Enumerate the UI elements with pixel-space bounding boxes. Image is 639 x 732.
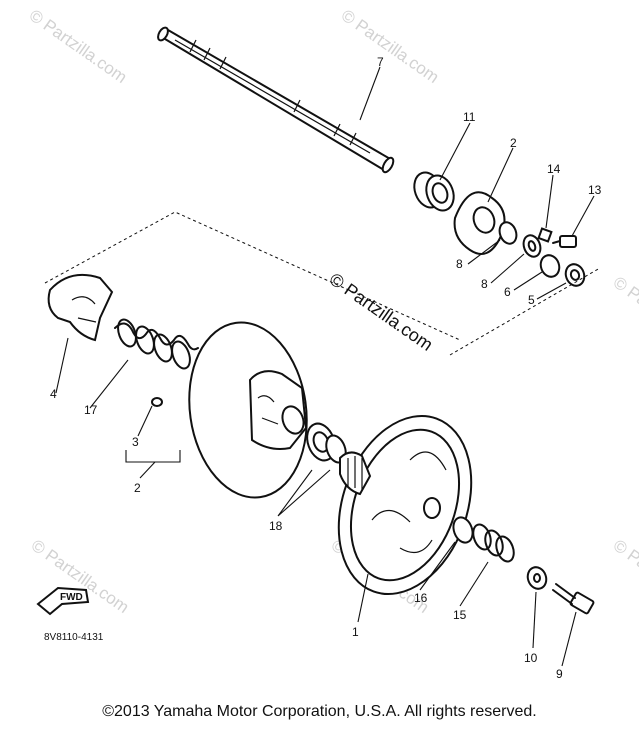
callout-15: 15: [453, 608, 467, 622]
fwd-arrow-icon: FWD: [36, 586, 90, 616]
callout-2-top: 2: [510, 136, 517, 150]
part-17-spring: [114, 318, 199, 370]
callout-labels: 7 11 2 14 13 8 8 6 5 4 17 3 2 18 1 16 15…: [50, 55, 602, 681]
part-8-washer: [498, 221, 518, 245]
callout-4: 4: [50, 387, 57, 401]
part-9-bolt: [552, 583, 595, 615]
callout-5: 5: [528, 293, 535, 307]
part-8-washer: [522, 234, 542, 258]
part-2-fixed-sheave: [188, 321, 308, 499]
center-watermark: © Partzilla.com: [326, 269, 437, 355]
watermark-text: © Partzilla.com: [610, 273, 639, 354]
part-10-washer: [526, 566, 548, 590]
part-4-guide: [47, 274, 114, 342]
watermark-text: © Partzilla.com: [610, 536, 639, 617]
part-15-spring: [472, 523, 515, 563]
part-14-nut: [537, 227, 553, 243]
callout-3: 3: [132, 435, 139, 449]
fwd-label: FWD: [60, 592, 83, 603]
callout-13: 13: [588, 183, 602, 197]
callout-8-lower: 8: [481, 277, 488, 291]
watermark-text: © Partzilla.com: [338, 6, 443, 87]
callout-8-upper: 8: [456, 257, 463, 271]
watermark-text: © Partzilla.com: [26, 6, 131, 87]
callout-16: 16: [414, 591, 428, 605]
part-11-bearing: [413, 171, 455, 212]
part-13-bolt: [552, 235, 577, 248]
callout-10: 10: [524, 651, 538, 665]
assembly-boundary-line: [449, 267, 601, 356]
callout-2-main: 2: [134, 481, 141, 495]
callout-6: 6: [504, 285, 511, 299]
part-6-nut: [539, 254, 561, 278]
callout-18: 18: [269, 519, 283, 533]
part-1-sliding-sheave: [337, 414, 473, 596]
copyright-notice: ©2013 Yamaha Motor Corporation, U.S.A. A…: [102, 703, 537, 720]
part-7-primary-shaft: [157, 26, 395, 174]
callout-17: 17: [84, 403, 98, 417]
part-16-bushing: [452, 516, 474, 544]
part-3-ring: [151, 397, 163, 407]
callout-14: 14: [547, 162, 561, 176]
callout-11: 11: [463, 110, 476, 124]
callout-9: 9: [556, 667, 563, 681]
diagram-code: 8V8110-4131: [44, 632, 104, 643]
leader-lines: [55, 66, 595, 667]
watermark-layer: © Partzilla.com © Partzilla.com © Partzi…: [26, 6, 639, 617]
callout-7: 7: [377, 55, 384, 69]
assembly-boundary-line: [44, 211, 461, 341]
part-2-cap: [453, 191, 506, 255]
part-5-washer: [564, 263, 586, 287]
callout-1: 1: [352, 625, 359, 639]
